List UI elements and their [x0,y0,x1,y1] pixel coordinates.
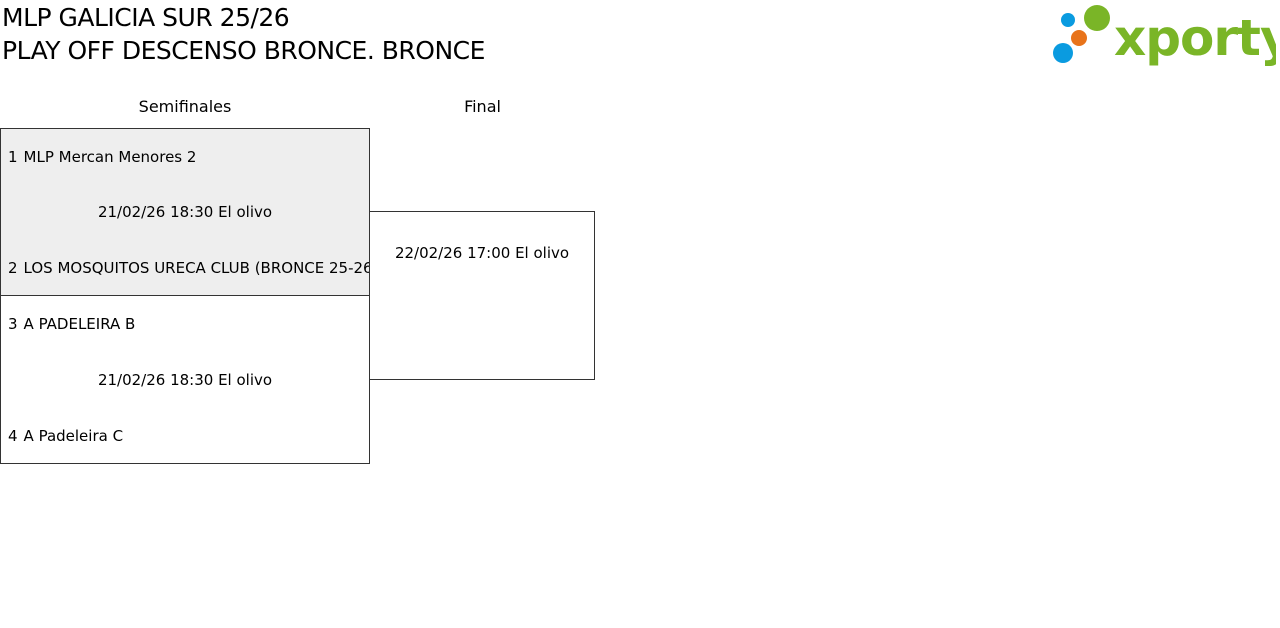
team-row[interactable]: 3 A PADELEIRA B [8,314,135,334]
team-name: A Padeleira C [23,427,124,445]
round-header-final: Final [464,97,501,116]
logo-dot-orange [1071,30,1087,46]
logo-dot-blue-small [1061,13,1075,27]
team-row[interactable]: 2 LOS MOSQUITOS URECA CLUB (BRONCE 25-26) [8,258,378,278]
team-seed: 2 [8,259,18,277]
xporty-logo-graphic: xporty [1053,5,1280,67]
team-seed: 4 [8,427,18,445]
round-header-semifinales: Semifinales [138,97,232,116]
page-subtitle: PLAY OFF DESCENSO BRONCE. BRONCE [2,36,485,65]
logo-dot-blue-large [1053,43,1073,63]
logo-dot-green-large [1084,5,1110,31]
logo-wordmark: xporty [1114,9,1276,67]
team-seed: 3 [8,315,18,333]
semifinal-match-2[interactable]: 3 A PADELEIRA B 21/02/26 18:30 El olivo 4… [0,295,370,464]
match-date-venue: 22/02/26 17:00 El olivo [394,244,570,262]
match-date-venue: 21/02/26 18:30 El olivo [97,371,273,389]
team-row[interactable]: 4 A Padeleira C [8,426,123,446]
page-title: MLP GALICIA SUR 25/26 [2,3,290,32]
team-name: LOS MOSQUITOS URECA CLUB (BRONCE 25-26) [23,259,379,277]
team-seed: 1 [8,148,18,166]
xporty-logo[interactable]: xporty [1048,2,1280,68]
team-name: MLP Mercan Menores 2 [23,148,197,166]
team-row[interactable]: 1 MLP Mercan Menores 2 [8,147,196,167]
semifinal-match-1[interactable]: 1 MLP Mercan Menores 2 21/02/26 18:30 El … [0,128,378,296]
match-date-venue: 21/02/26 18:30 El olivo [97,203,273,221]
final-match[interactable]: 22/02/26 17:00 El olivo [369,211,595,380]
team-name: A PADELEIRA B [23,315,136,333]
